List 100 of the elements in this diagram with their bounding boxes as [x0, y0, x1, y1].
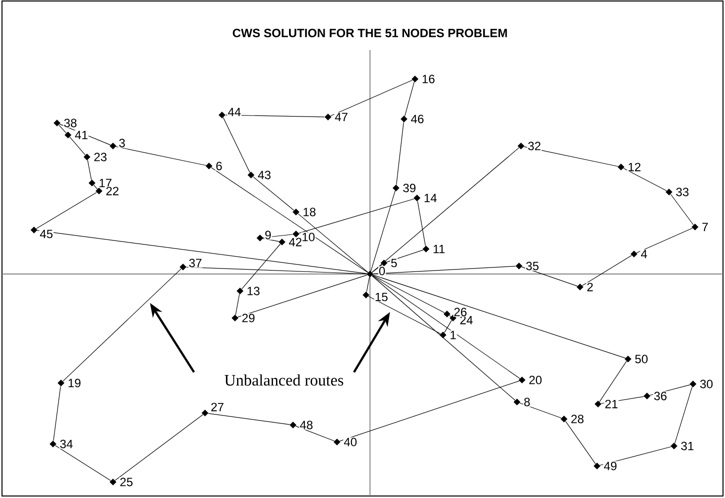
route-line [674, 386, 692, 444]
route-line [295, 426, 335, 442]
route-line [372, 274, 445, 314]
route-line [330, 80, 413, 116]
route-line [36, 230, 368, 274]
data-point [292, 208, 300, 216]
route-line [53, 386, 61, 442]
data-point [400, 116, 408, 122]
data-point [334, 438, 340, 446]
data-point [206, 162, 212, 170]
data-point [692, 224, 698, 230]
point-label: 15 [374, 292, 389, 302]
route-line [114, 414, 204, 481]
route-line [235, 294, 240, 316]
point-label: 4 [640, 249, 648, 259]
data-point [278, 238, 286, 246]
point-label: 43 [257, 170, 272, 180]
point-label: 31 [680, 441, 695, 451]
route-line [69, 136, 86, 156]
data-point [670, 442, 678, 450]
point-label: 46 [410, 114, 425, 124]
point-label: 8 [523, 397, 531, 407]
point-label: 32 [527, 141, 542, 151]
point-label: 11 [432, 244, 446, 254]
data-point [50, 440, 56, 448]
point-label: 35 [525, 261, 540, 271]
data-point [180, 264, 186, 270]
data-point [366, 270, 374, 278]
data-point [514, 398, 520, 406]
route-line [225, 114, 325, 118]
route-line [222, 117, 250, 173]
point-label: 34 [59, 439, 74, 449]
route-line [116, 146, 206, 166]
data-point [380, 260, 388, 266]
data-point [618, 164, 624, 170]
point-label: 41 [74, 130, 89, 140]
data-point [292, 230, 300, 238]
point-label: 21 [604, 399, 619, 409]
route-line [210, 167, 368, 273]
route-line [370, 190, 396, 272]
route-line [600, 446, 672, 466]
point-label: 5 [390, 258, 398, 268]
data-point [236, 288, 244, 294]
data-point [248, 172, 254, 178]
data-point [218, 112, 226, 118]
route-line [519, 402, 562, 418]
point-label: 18 [302, 207, 317, 217]
data-point [84, 154, 90, 160]
point-label: 23 [93, 152, 108, 162]
route-line [524, 146, 618, 167]
route-line [521, 266, 578, 286]
data-point [644, 392, 650, 400]
point-label: 30 [699, 379, 714, 389]
route-line [339, 380, 520, 442]
point-label: 39 [402, 183, 417, 193]
route-line [54, 445, 112, 481]
route-line [368, 296, 441, 334]
data-point [362, 292, 370, 298]
data-point [324, 114, 332, 120]
data-point [518, 142, 524, 150]
point-label: 14 [423, 193, 438, 203]
point-label: 22 [105, 186, 120, 196]
route-line [404, 82, 414, 116]
data-point [414, 194, 420, 202]
route-line [372, 264, 382, 273]
point-label: 17 [98, 178, 113, 188]
chart-title: CWS SOLUTION FOR THE 51 NODES PROBLEM [232, 28, 507, 38]
data-point [412, 76, 418, 82]
data-point [54, 120, 60, 126]
point-label: 28 [570, 414, 585, 424]
route-line [87, 160, 92, 180]
point-label: 33 [675, 187, 690, 197]
route-line [396, 122, 404, 185]
route-line [298, 213, 368, 273]
point-label: 1 [449, 330, 457, 340]
point-label: 20 [528, 375, 543, 385]
point-label: 0 [378, 266, 386, 276]
data-point [202, 410, 208, 416]
data-point [516, 262, 522, 270]
route-line [417, 200, 426, 246]
data-point [290, 422, 296, 428]
route-line [59, 124, 111, 146]
point-label: 36 [653, 391, 668, 401]
data-point [576, 284, 584, 290]
route-line [448, 315, 452, 317]
data-point [624, 356, 632, 362]
route-line [636, 228, 693, 254]
point-label: 44 [227, 107, 242, 117]
route-line [372, 147, 520, 273]
point-label: 50 [634, 354, 649, 364]
route-line [62, 268, 182, 382]
route-line [241, 244, 281, 290]
route-line [372, 274, 626, 358]
point-label: 40 [343, 437, 358, 447]
point-label: 45 [39, 229, 54, 239]
point-label: 37 [188, 258, 203, 268]
point-label: 25 [119, 477, 134, 487]
route-line [372, 275, 520, 379]
data-point [518, 376, 526, 384]
point-label: 38 [63, 118, 78, 128]
